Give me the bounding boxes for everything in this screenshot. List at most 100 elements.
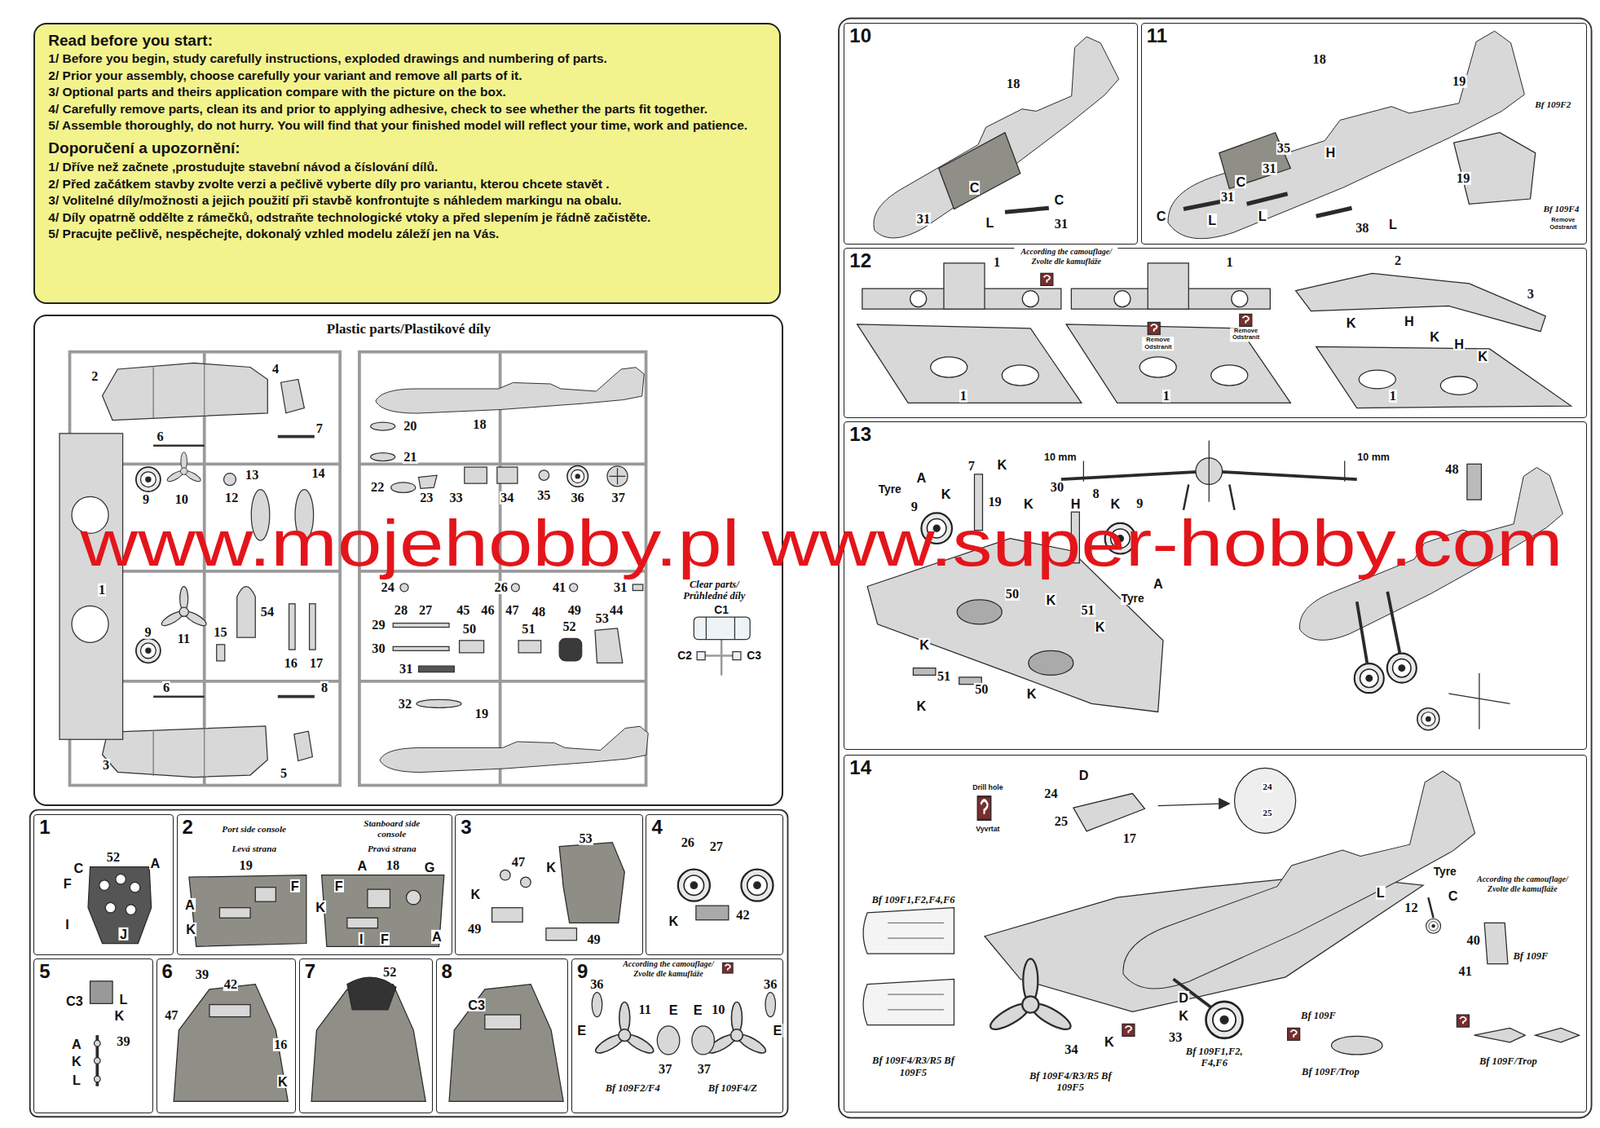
- assembly-drawing: [593, 1001, 657, 1057]
- instruction-text: 4/ Carefully remove parts, clean its and…: [48, 101, 766, 118]
- part-number: 9: [143, 625, 152, 640]
- step-number: 3: [460, 816, 472, 838]
- part-number: 14: [310, 467, 326, 481]
- assembly-drawing: [1331, 1035, 1383, 1055]
- note-text: Clear parts/ Průhledné díly: [667, 577, 762, 602]
- callout-letter: K: [916, 699, 928, 713]
- part-number: 52: [105, 850, 121, 864]
- callout-letter: C: [73, 861, 85, 875]
- callout-letter: F: [290, 879, 300, 893]
- assembly-drawing: [94, 1040, 102, 1047]
- part-number: 17: [308, 656, 324, 670]
- assembly-drawing: [591, 992, 603, 1018]
- part-number: 30: [1049, 480, 1065, 494]
- part-number: 18: [1312, 52, 1327, 66]
- part-number: 19: [1455, 171, 1471, 186]
- callout-letter: H: [1070, 497, 1082, 511]
- callout-letter: K: [918, 638, 931, 652]
- assembly-drawing: [492, 907, 524, 923]
- callout-letter: K: [1094, 620, 1107, 634]
- assembly-drawing: [1295, 273, 1547, 331]
- plastic-part: [309, 603, 317, 650]
- assembly-drawing: [1239, 313, 1252, 327]
- clear-part: [693, 617, 750, 675]
- callout-letter: C3: [745, 650, 763, 662]
- part-number: 8: [1091, 487, 1100, 501]
- part-number: 3: [101, 758, 111, 772]
- assembly-drawing: [94, 1075, 102, 1083]
- callout-letter: K: [1476, 349, 1489, 363]
- clear-part: [732, 652, 741, 661]
- step-panel: 7: [299, 958, 433, 1114]
- assembly-drawing: [1095, 766, 1492, 1002]
- callout-letter: C: [1155, 209, 1168, 223]
- assembly-drawing: [1474, 1027, 1526, 1043]
- assembly-drawing: [943, 263, 985, 309]
- part-number: 21: [402, 450, 418, 464]
- plastic-part: [216, 644, 225, 662]
- part-number: 38: [1354, 221, 1370, 235]
- part-number: 17: [1122, 832, 1138, 846]
- plastic-part: [569, 583, 578, 592]
- plastic-part: [632, 584, 644, 591]
- assembly-drawing: [1535, 1027, 1580, 1043]
- assembly-drawing: [546, 928, 578, 941]
- part-number: 50: [974, 683, 989, 697]
- assembly-drawing: [94, 1057, 102, 1065]
- part-number: 46: [480, 603, 495, 618]
- assembly-drawing: [321, 875, 445, 948]
- part-number: 9: [1135, 497, 1144, 511]
- part-number: 20: [402, 419, 418, 433]
- part-number: 25: [1053, 815, 1069, 829]
- part-number: 44: [608, 603, 624, 618]
- part-number: 31: [612, 581, 628, 595]
- assembly-drawing: [99, 873, 141, 915]
- assembly-drawing: [1206, 1001, 1243, 1039]
- part-number: 2: [1393, 254, 1402, 268]
- part-number: 1: [992, 255, 1001, 269]
- assembly-drawing: [705, 1001, 768, 1057]
- instruction-text: 5/ Pracujte pečlivě, nespěchejte, dokona…: [48, 225, 766, 243]
- assembly-drawing: [656, 1026, 680, 1055]
- callout-letter: A: [916, 471, 928, 485]
- callout-letter: A: [70, 1037, 83, 1051]
- assembly-drawing: [125, 904, 137, 916]
- part-number: 1: [97, 582, 106, 596]
- part-number: 53: [594, 612, 609, 626]
- plastic-part: [159, 586, 208, 629]
- assembly-drawing: [1354, 663, 1385, 693]
- instruction-text: 2/ Před začátkem stavby zvolte verzi a p…: [48, 176, 766, 193]
- callout-letter: E: [692, 1003, 704, 1017]
- part-number: 52: [561, 620, 577, 634]
- assembly-drawing: [219, 887, 421, 929]
- assembly-drawing: [1028, 650, 1074, 675]
- part-number: 8: [320, 681, 329, 695]
- part-number: 7: [315, 422, 324, 436]
- callout-letter: G: [423, 860, 437, 874]
- assembly-drawing: [1219, 132, 1292, 190]
- part-number: 11: [176, 632, 191, 646]
- assembly-drawing: [1147, 263, 1189, 309]
- part-number: 50: [1004, 586, 1020, 600]
- note-text: According the camouflage/ Zvolte dle kam…: [1470, 875, 1574, 895]
- plastic-part: [567, 466, 589, 488]
- callout-letter: H: [1453, 337, 1465, 351]
- callout-letter: K: [1022, 497, 1035, 511]
- assembly-drawing: [930, 357, 968, 378]
- assembly-drawing: [956, 599, 1002, 625]
- assembly-drawing: [347, 977, 397, 1010]
- assembly-drawing: [90, 981, 114, 1005]
- part-number: 37: [657, 1062, 673, 1076]
- assembly-drawing: [1316, 346, 1572, 408]
- assembly-drawing: [500, 869, 512, 881]
- callout-letter: L: [1388, 217, 1398, 231]
- step-panel: 10: [843, 22, 1138, 246]
- note-text: Stanboard side console: [350, 818, 434, 840]
- step-number: 1: [39, 816, 50, 838]
- plastic-part: [538, 470, 550, 481]
- part-number: 36: [569, 491, 585, 505]
- part-number: 41: [1458, 965, 1473, 979]
- part-number: 49: [467, 922, 482, 936]
- assembly-drawing: [938, 132, 1021, 210]
- assembly-drawing: [863, 978, 954, 1025]
